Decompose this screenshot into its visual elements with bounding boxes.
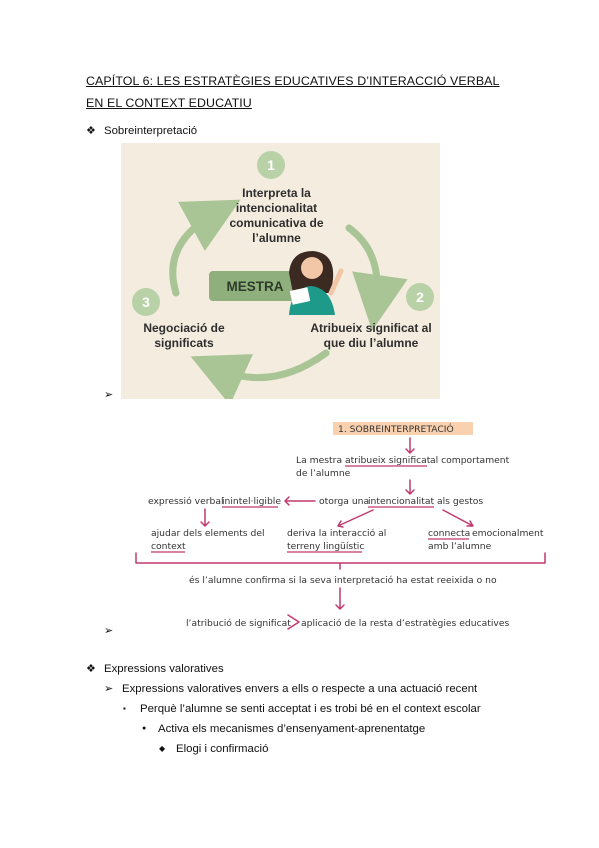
cycle-arrow-top-left <box>169 199 241 297</box>
section-heading-expressions: Expressions valoratives <box>104 663 224 675</box>
final-greater-than <box>287 614 300 630</box>
center-b: intencionalitat <box>368 496 434 507</box>
arrow-bullet-icon: ➢ <box>104 625 114 637</box>
heading-highlight <box>333 422 473 435</box>
level4-item: Activa els mecanismes d’ensenyament-apre… <box>158 723 426 735</box>
notes-heading: 1. SOBREINTERPRETACIÓ <box>338 423 454 435</box>
sub3-line2: amb l’alumne <box>428 541 492 552</box>
step2-text: Atribueix significat al que diu l’alumne <box>310 321 432 350</box>
sub1-line1: ajudar dels elements del <box>151 528 265 539</box>
left-a: expressió verbal <box>148 496 224 507</box>
arrow-to-sub3 <box>442 509 474 527</box>
section-heading-sobreinterpretacio: Sobreinterpretació <box>104 125 198 137</box>
step3-text: Negociació de significats <box>143 321 225 350</box>
dot-bullet-icon: ● <box>142 725 147 732</box>
diamond-bullet-icon: ❖ <box>86 125 96 137</box>
center-c: als gestos <box>437 496 483 507</box>
square-bullet-icon: ▪ <box>123 704 126 713</box>
arrow-bullet-icon: ➢ <box>104 389 114 401</box>
arrow-to-sub1 <box>200 508 210 527</box>
sub2-line2: terreny lingüístic <box>287 541 364 552</box>
step1-number: 1 <box>267 157 275 173</box>
diamond-bullet-icon: ❖ <box>86 663 96 675</box>
arrow-to-otorga <box>405 479 415 495</box>
chapter-title: CAPÍTOL 6: LES ESTRATÈGIES EDUCATIVES D’… <box>86 74 500 110</box>
final-b: aplicació de la resta d’estratègies educ… <box>301 618 510 629</box>
level2-item: Expressions valoratives envers a ells o … <box>122 683 478 695</box>
small-diamond-bullet-icon: ◆ <box>159 744 166 753</box>
sub3-line1b: emocionalment <box>472 528 544 539</box>
cycle-arrow-bottom <box>190 349 330 406</box>
handwritten-notes-figure: 1. SOBREINTERPRETACIÓ La mestra atribuei… <box>133 415 549 637</box>
cycle-diagram: 1 2 3 MESTRA Interpreta la intencionalit… <box>121 143 440 406</box>
confirm-text: és l’alumne confirma si la seva interpre… <box>189 575 497 586</box>
mestra-label-box <box>209 271 301 301</box>
cycle-diagram-svg: 1 2 3 MESTRA <box>132 151 434 406</box>
sub3-line1a: connecta <box>428 528 470 539</box>
step1-text: Interpreta la intencionalitat comunicati… <box>229 186 324 245</box>
line2: de l’alumne <box>296 468 351 479</box>
arrow-heading-down <box>405 437 415 454</box>
cycle-arrow-right <box>345 224 408 331</box>
left-b: inintel·ligible <box>222 496 281 507</box>
line1-a: La mestra <box>296 455 342 466</box>
step2-circle <box>406 283 434 311</box>
teacher-illustration <box>289 251 344 315</box>
step3-circle <box>132 288 160 316</box>
final-a: l’atribució de significat <box>186 618 291 629</box>
mestra-label: MESTRA <box>227 279 284 294</box>
group-brace <box>135 552 546 570</box>
arrow-bullet-icon: ➢ <box>104 683 114 695</box>
handwritten-notes-svg: 1. SOBREINTERPRETACIÓ La mestra atribuei… <box>135 422 546 630</box>
sub2-line1: deriva la interacció al <box>287 528 386 539</box>
line1-c: al comportament <box>430 455 510 466</box>
step2-number: 2 <box>416 289 424 305</box>
step3-number: 3 <box>142 294 150 310</box>
level3-item: Perquè l’alumne se senti acceptat i es t… <box>140 703 481 715</box>
arrow-to-left <box>284 496 316 506</box>
step1-circle <box>257 151 285 179</box>
sub1-line2: context <box>151 541 186 552</box>
level5-item: Elogi i confirmació <box>176 743 269 755</box>
line1-b: atribueix significat <box>345 455 431 466</box>
center-a: otorga una <box>319 496 369 507</box>
arrow-to-final <box>335 587 345 610</box>
arrow-to-sub2 <box>337 509 374 528</box>
